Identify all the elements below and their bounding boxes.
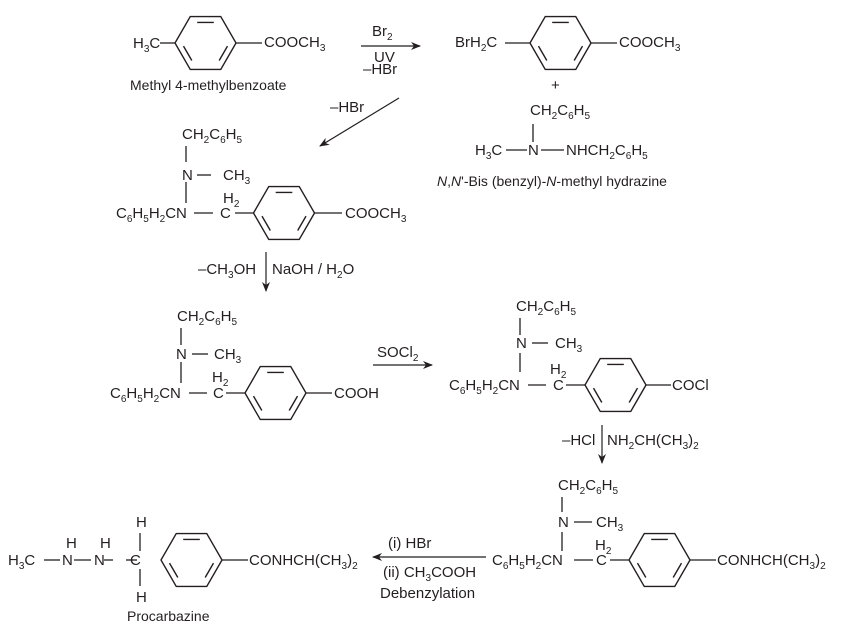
ring-double-bond bbox=[636, 562, 647, 578]
acyl-benzylamino: C6H5H2CN bbox=[449, 377, 520, 397]
amide-int-amide-group: CONHCH(CH3)2 bbox=[717, 552, 826, 572]
debenzylation-step-1: (i) HBr bbox=[388, 535, 432, 552]
ring-outline bbox=[252, 185, 316, 241]
ring-double-bond bbox=[537, 45, 548, 61]
acid-int-benzyl-group: CH2C6H5 bbox=[177, 308, 238, 328]
hydrazine-benzyl-group: CH2C6H5 bbox=[530, 102, 591, 122]
procarbazine-n1-hydrogen: H bbox=[66, 535, 77, 552]
amide-int-methyl: CH3 bbox=[596, 514, 624, 534]
ring-double-bond bbox=[218, 45, 229, 61]
acid-int-nitrogen: N bbox=[176, 346, 187, 363]
ring-outline bbox=[174, 15, 237, 71]
ester-int-methylene-c: C bbox=[220, 205, 231, 222]
ring-outline bbox=[244, 365, 307, 421]
ester-int-benzyl-group: CH2C6H5 bbox=[182, 126, 243, 146]
ring-outline bbox=[584, 357, 647, 413]
ester-int-ester-group: COOCH3 bbox=[345, 205, 407, 225]
acyl-nitrogen: N bbox=[516, 335, 527, 352]
hydrazine-nh-benzyl-group: NHCH2C6H5 bbox=[566, 142, 648, 162]
procarbazine-methyl: H3C bbox=[8, 552, 36, 572]
bromide-benzene-ring bbox=[529, 15, 592, 71]
start-ester-group: COOCH3 bbox=[264, 34, 326, 54]
ester-int-h2: H2 bbox=[223, 190, 240, 210]
ring-outline bbox=[628, 532, 691, 588]
bromination-condition-uv: UV bbox=[374, 49, 395, 66]
ring-double-bond bbox=[672, 562, 683, 578]
bromination-byproduct: –HBr bbox=[363, 61, 398, 78]
amide-int-methylene-c: C bbox=[596, 552, 607, 569]
acid-int-benzene-ring bbox=[244, 365, 307, 421]
bromide-bromomethyl-group: BrH2C bbox=[455, 34, 498, 54]
acyl-chloride-group: COCl bbox=[672, 377, 709, 394]
procarbazine-n2-hydrogen: H bbox=[100, 535, 111, 552]
acyl-h2: H2 bbox=[550, 361, 567, 381]
ring-double-bond bbox=[297, 215, 307, 231]
hydrolysis-byproduct: –CH3OH bbox=[198, 261, 257, 281]
procarbazine-c-hydrogen-bottom: H bbox=[136, 589, 147, 606]
plus-sign: + bbox=[551, 77, 560, 94]
ring-double-bond bbox=[628, 387, 639, 403]
ring-double-bond bbox=[252, 395, 263, 411]
start-benzene-ring bbox=[174, 15, 237, 71]
amide-int-nitrogen: N bbox=[558, 514, 569, 531]
ring-double-bond bbox=[573, 45, 584, 61]
ring-outline bbox=[160, 532, 223, 588]
amidation-reagent: NH2CH(CH3)2 bbox=[607, 432, 699, 452]
acid-int-benzylamino: C6H5H2CN bbox=[110, 385, 181, 405]
amide-int-h2: H2 bbox=[595, 537, 612, 557]
acid-int-carboxyl-group: COOH bbox=[334, 385, 379, 402]
amide-int-benzylamino: C6H5H2CN bbox=[492, 552, 563, 572]
acid-int-methylene-c: C bbox=[213, 385, 224, 402]
bromide-ester-group: COOCH3 bbox=[619, 34, 681, 54]
chlorination-reagent: SOCl2 bbox=[377, 344, 419, 364]
ring-double-bond bbox=[288, 395, 299, 411]
debenzylation-step-2: (ii) CH3COOH bbox=[383, 564, 477, 584]
arrow-coupling bbox=[319, 97, 400, 147]
start-methyl-group: H3C bbox=[133, 35, 161, 55]
debenzylation-label: Debenzylation bbox=[380, 585, 476, 602]
ring-double-bond bbox=[182, 45, 193, 61]
acyl-benzene-ring bbox=[584, 357, 647, 413]
acyl-methylene-c: C bbox=[553, 377, 564, 394]
ester-int-nitrogen: N bbox=[182, 167, 193, 184]
acid-int-h2: H2 bbox=[212, 369, 229, 389]
acid-int-methyl: CH3 bbox=[214, 346, 242, 366]
ring-double-bond bbox=[261, 215, 271, 231]
coupling-byproduct: –HBr bbox=[330, 99, 365, 116]
bromination-reagent: Br2 bbox=[372, 23, 393, 43]
procarbazine-methylene-c: C bbox=[130, 552, 141, 569]
ring-double-bond bbox=[168, 562, 179, 578]
ester-int-benzylamino: C6H5H2CN bbox=[116, 205, 187, 225]
procarbazine-n1: N bbox=[62, 552, 73, 569]
ester-int-methyl: CH3 bbox=[223, 167, 251, 187]
start-compound-name: Methyl 4-methylbenzoate bbox=[130, 77, 287, 93]
procarbazine-name: Procarbazine bbox=[127, 608, 210, 624]
acyl-benzyl-group: CH2C6H5 bbox=[516, 298, 577, 318]
amide-int-benzene-ring bbox=[628, 532, 691, 588]
procarbazine-amide-group: CONHCH(CH3)2 bbox=[249, 552, 358, 572]
ring-outline bbox=[529, 15, 592, 71]
hydrazine-nitrogen: N bbox=[528, 142, 539, 159]
hydrolysis-reagent: NaOH / H2O bbox=[272, 261, 355, 281]
ester-int-benzene-ring bbox=[252, 185, 316, 241]
procarbazine-c-hydrogen-top: H bbox=[136, 514, 147, 531]
hydrazine-methyl-group: H3C bbox=[475, 142, 503, 162]
procarbazine-benzene-ring bbox=[160, 532, 223, 588]
amidation-byproduct: –HCl bbox=[562, 432, 596, 449]
acyl-methyl: CH3 bbox=[555, 335, 583, 355]
procarbazine-n2: N bbox=[94, 552, 105, 569]
ring-double-bond bbox=[204, 562, 215, 578]
ring-double-bond bbox=[592, 387, 603, 403]
hydrazine-name: N,N'-Bis (benzyl)-N-methyl hydrazine bbox=[437, 173, 667, 189]
amide-int-benzyl-group: CH2C6H5 bbox=[558, 477, 619, 497]
